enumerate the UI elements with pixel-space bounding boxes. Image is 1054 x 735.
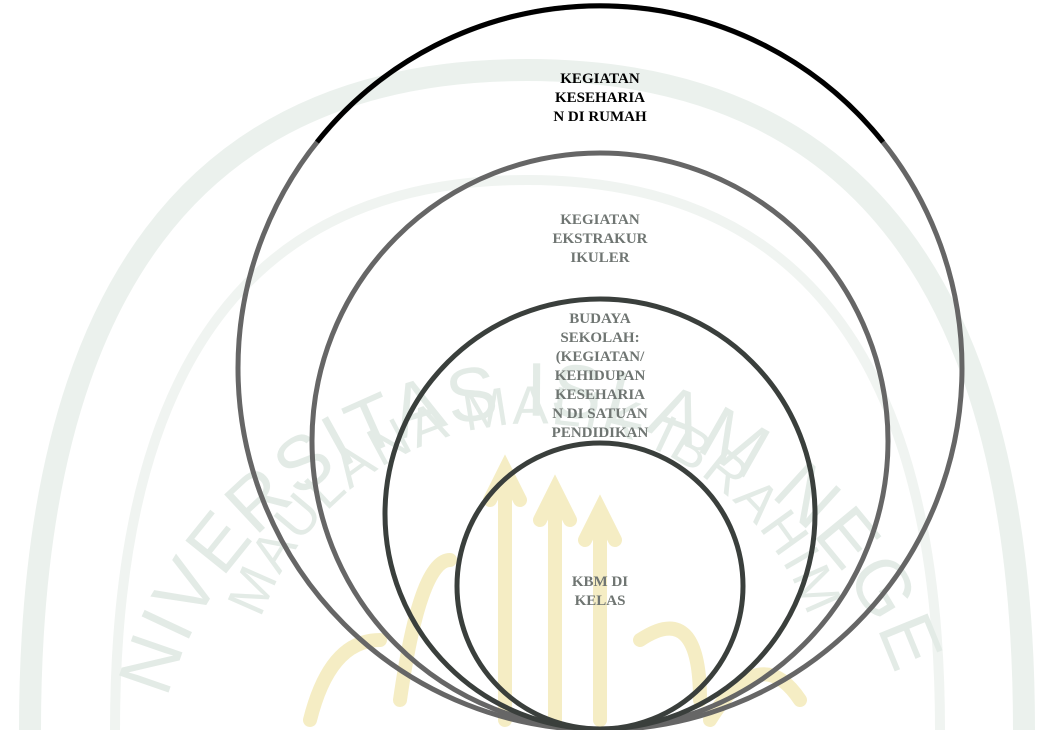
label-kbm-di-kelas: KBM DI KELAS bbox=[571, 574, 629, 609]
ring-kbm-di-kelas bbox=[454, 440, 746, 732]
label-budaya-sekolah: BUDAYA SEKOLAH: (KEGIATAN/ KEHIDUPAN KES… bbox=[551, 311, 649, 441]
watermark-inner-arch bbox=[110, 174, 945, 731]
watermark-emblem bbox=[303, 454, 807, 727]
label-kegiatan-keseharian-di-rumah: KEGIATAN KESEHARIA N DI RUMAH bbox=[553, 71, 647, 125]
watermark-arch bbox=[19, 58, 1035, 731]
rings-group bbox=[235, 3, 965, 733]
university-watermark: UNIVERSITAS ISLAM NEGERI MAULANA MALIK I… bbox=[0, 0, 1035, 731]
ring-outer-top-arc bbox=[315, 3, 885, 144]
label-kegiatan-ekstrakurikuler: KEGIATAN EKSTRAKUR IKULER bbox=[552, 212, 648, 266]
